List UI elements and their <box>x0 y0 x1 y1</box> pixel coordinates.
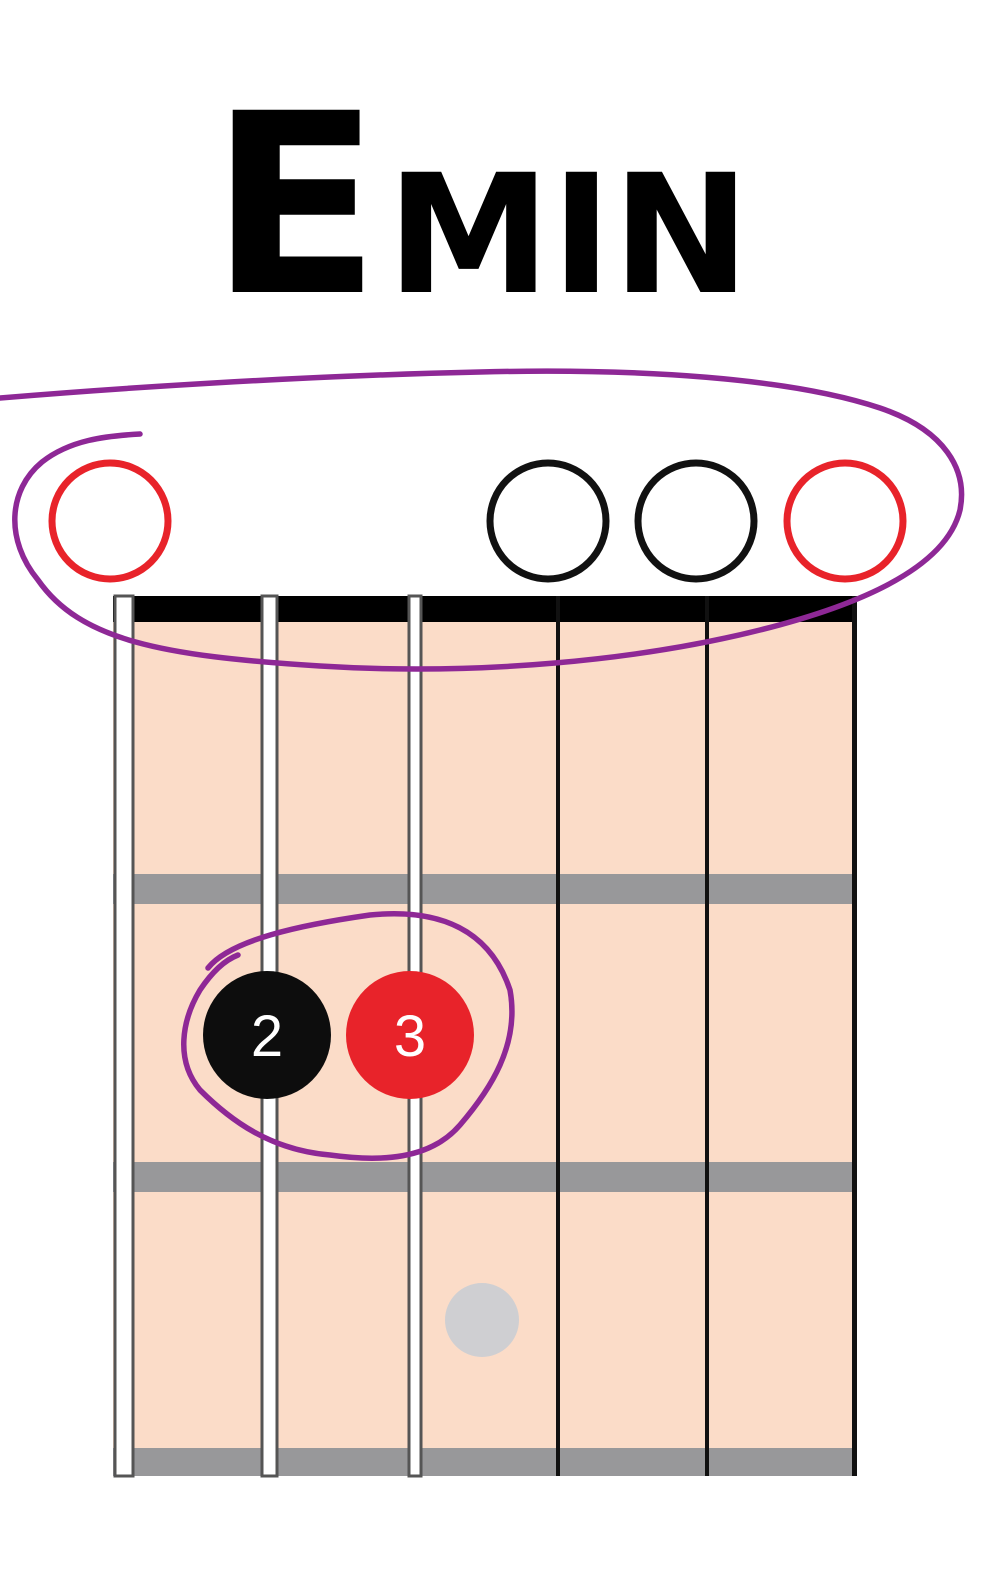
open-string-marker-4 <box>486 459 610 583</box>
string-1 <box>113 594 135 1478</box>
annotation-loops <box>0 368 965 1161</box>
fret-inlay-dot <box>445 1283 519 1357</box>
open-string-marker-6 <box>783 459 907 583</box>
finger-positions: 2 3 <box>203 971 474 1099</box>
annotation-loop-fingers <box>181 911 515 1161</box>
chord-title-rest: MIN <box>387 139 751 331</box>
annotation-loop-open-strings <box>0 368 965 672</box>
finger-dot-3: 3 <box>346 971 474 1099</box>
open-string-marker-1 <box>48 459 172 583</box>
chord-title-initial: E <box>210 60 381 351</box>
fret-bar-2 <box>113 1162 856 1192</box>
fret-bar-3 <box>113 1448 856 1476</box>
fret-bars <box>113 874 856 1476</box>
finger-dot-2-label: 2 <box>251 1004 283 1069</box>
finger-dot-2: 2 <box>203 971 331 1099</box>
finger-dot-3-label: 3 <box>394 1004 426 1069</box>
fret-bar-1 <box>113 874 856 904</box>
chord-title: EMIN <box>210 60 750 351</box>
string-4 <box>556 596 560 1476</box>
finger-dot-2-circle <box>203 971 331 1099</box>
finger-dot-3-circle <box>346 971 474 1099</box>
string-5 <box>705 596 709 1476</box>
nut <box>113 596 856 622</box>
open-string-marker-5 <box>634 459 758 583</box>
open-string-markers <box>48 459 907 583</box>
string-6 <box>852 596 857 1476</box>
